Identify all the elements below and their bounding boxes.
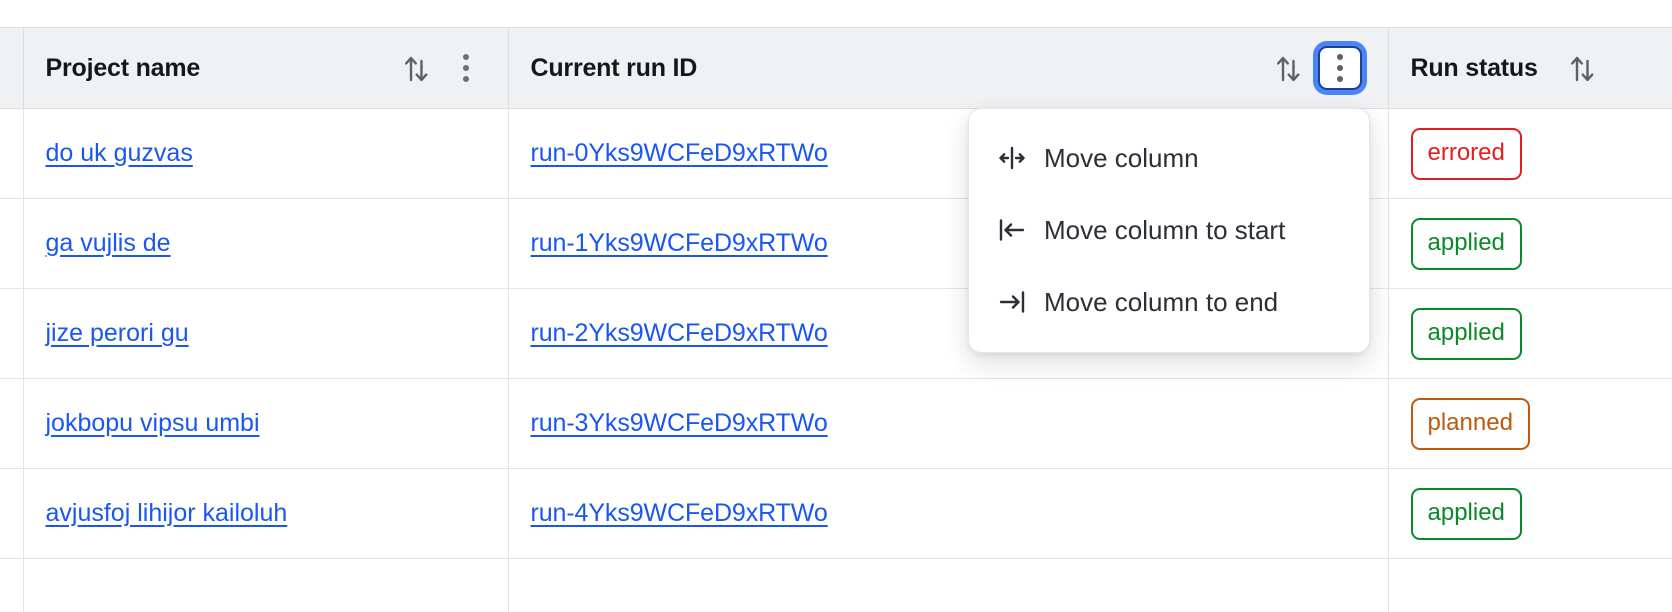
row-select-cell[interactable] bbox=[0, 378, 24, 469]
run-id-link[interactable]: run-0Yks9WCFeD9xRTWo bbox=[530, 139, 828, 167]
run-id-link[interactable]: run-4Yks9WCFeD9xRTWo bbox=[530, 499, 828, 527]
table-row: jokbopu vipsu umbi run-3Yks9WCFeD9xRTWo … bbox=[0, 378, 1672, 469]
cell-run-status: planned bbox=[1388, 378, 1672, 469]
menu-item-move-column-to-end-label: Move column to end bbox=[1044, 286, 1279, 317]
kebab-dots bbox=[1336, 54, 1343, 82]
cell-current-run-id: run-4Yks9WCFeD9xRTWo bbox=[508, 468, 1389, 559]
projects-table-container: Project name bbox=[0, 27, 1672, 612]
table-row: avjusfoj lihijor kailoluh run-4Yks9WCFeD… bbox=[0, 468, 1672, 559]
project-name-link[interactable]: avjusfoj lihijor kailoluh bbox=[45, 499, 288, 527]
row-select-cell[interactable] bbox=[0, 288, 24, 379]
menu-item-move-column[interactable]: Move column bbox=[969, 122, 1369, 194]
row-select-cell[interactable] bbox=[0, 108, 24, 199]
cell-run-status: applied bbox=[1388, 288, 1672, 379]
cell-project-name: jokbopu vipsu umbi bbox=[23, 378, 509, 469]
kebab-menu-icon-current-run-id[interactable] bbox=[1317, 46, 1362, 90]
cell-run-status: applied bbox=[1388, 468, 1672, 559]
run-id-link[interactable]: run-2Yks9WCFeD9xRTWo bbox=[530, 319, 828, 347]
table-row: jize perori gu run-2Yks9WCFeD9xRTWo appl… bbox=[0, 288, 1672, 379]
menu-item-move-column-to-start-label: Move column to start bbox=[1044, 214, 1286, 245]
column-header-run-status[interactable]: Run status bbox=[1388, 27, 1672, 109]
move-to-end-icon bbox=[996, 286, 1028, 318]
sort-arrows-icon-project-name[interactable] bbox=[396, 48, 436, 88]
cell-project-name: jize perori gu bbox=[23, 288, 509, 379]
move-column-icon bbox=[996, 142, 1028, 174]
row-select-cell[interactable] bbox=[0, 468, 24, 559]
table-row: do uk guzvas run-0Yks9WCFeD9xRTWo errore… bbox=[0, 108, 1672, 199]
status-badge: planned bbox=[1410, 397, 1530, 450]
status-badge: applied bbox=[1410, 307, 1522, 360]
project-name-link[interactable]: jokbopu vipsu umbi bbox=[45, 409, 260, 437]
column-header-project-name[interactable]: Project name bbox=[23, 27, 509, 109]
status-badge: errored bbox=[1410, 127, 1522, 180]
cell-run-status: errored bbox=[1388, 108, 1672, 199]
column-header-current-run-id-label: Current run ID bbox=[530, 53, 698, 82]
table-body: do uk guzvas run-0Yks9WCFeD9xRTWo errore… bbox=[0, 108, 1672, 612]
table-row-partial bbox=[0, 558, 1672, 612]
table-header: Project name bbox=[0, 27, 1672, 109]
column-header-select bbox=[0, 27, 24, 109]
cell-current-run-id bbox=[508, 558, 1389, 612]
cell-project-name bbox=[23, 558, 509, 612]
cell-project-name: ga vujlis de bbox=[23, 198, 509, 289]
project-name-link[interactable]: jize perori gu bbox=[45, 319, 189, 347]
cell-project-name: avjusfoj lihijor kailoluh bbox=[23, 468, 509, 559]
run-id-link[interactable]: run-3Yks9WCFeD9xRTWo bbox=[530, 409, 828, 437]
kebab-dots bbox=[462, 54, 469, 82]
table-header-row: Project name bbox=[0, 27, 1672, 109]
column-context-menu: Move column Move column to start Move co… bbox=[968, 108, 1370, 353]
row-select-cell[interactable] bbox=[0, 198, 24, 289]
cell-run-status: applied bbox=[1388, 198, 1672, 289]
menu-item-move-column-label: Move column bbox=[1044, 142, 1199, 173]
kebab-menu-icon-project-name[interactable] bbox=[446, 48, 486, 88]
row-select-cell[interactable] bbox=[0, 558, 24, 612]
menu-item-move-column-to-start[interactable]: Move column to start bbox=[969, 194, 1369, 266]
run-id-link[interactable]: run-1Yks9WCFeD9xRTWo bbox=[530, 229, 828, 257]
column-header-current-run-id[interactable]: Current run ID bbox=[508, 27, 1389, 109]
cell-current-run-id: run-3Yks9WCFeD9xRTWo bbox=[508, 378, 1389, 469]
menu-item-move-column-to-end[interactable]: Move column to end bbox=[969, 266, 1369, 338]
sort-arrows-icon-current-run-id[interactable] bbox=[1268, 48, 1308, 88]
sort-arrows-icon-run-status[interactable] bbox=[1562, 48, 1602, 88]
projects-table: Project name bbox=[0, 27, 1672, 612]
status-badge: applied bbox=[1410, 487, 1522, 540]
column-header-run-status-label: Run status bbox=[1410, 53, 1538, 82]
move-to-start-icon bbox=[996, 214, 1028, 246]
status-badge: applied bbox=[1410, 217, 1522, 270]
cell-run-status bbox=[1388, 558, 1672, 612]
table-row: ga vujlis de run-1Yks9WCFeD9xRTWo applie… bbox=[0, 198, 1672, 289]
project-name-link[interactable]: ga vujlis de bbox=[45, 229, 171, 257]
project-name-link[interactable]: do uk guzvas bbox=[45, 139, 193, 167]
column-header-project-name-label: Project name bbox=[45, 53, 201, 82]
cell-project-name: do uk guzvas bbox=[23, 108, 509, 199]
